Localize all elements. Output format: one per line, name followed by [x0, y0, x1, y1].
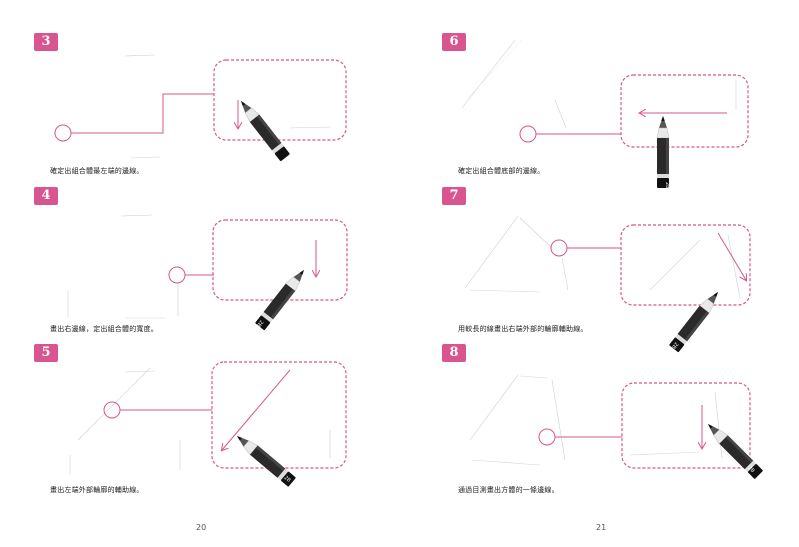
zoom-box — [620, 224, 751, 306]
step-caption: 用較長的線畫出右端外部的輪廓輔助線。 — [458, 325, 588, 333]
pencil-grade-label: 2B — [664, 182, 670, 189]
sketch-line — [129, 156, 161, 159]
step-caption: 確定出組合體最左端的邊線。 — [50, 167, 144, 175]
step-badge: 4 — [34, 187, 58, 205]
step-6-illustration — [461, 39, 749, 189]
pencil-grade-label: 2B — [747, 465, 756, 474]
sketch-line — [727, 234, 741, 299]
step-4-illustration — [67, 214, 348, 331]
pencil-grade-label: 2B — [670, 341, 679, 350]
callout-connector — [71, 93, 214, 134]
step-caption: 確定出組合體底部的邊線。 — [458, 167, 545, 175]
step-badge: 3 — [34, 33, 58, 51]
sketch-line — [519, 375, 549, 379]
sketch-line — [519, 217, 553, 249]
step-caption: 畫出右邊線，定出組合體的寬度。 — [50, 325, 158, 333]
zoom-box — [620, 74, 749, 148]
sketch-line — [649, 239, 701, 291]
sketch-line — [289, 126, 331, 129]
zoom-box — [213, 59, 347, 141]
step-caption: 畫出左端外部輪廓的輔助線。 — [50, 486, 144, 494]
zoom-marker — [519, 125, 537, 143]
direction-arrow — [222, 369, 291, 450]
pencil-grade-label: 2B — [255, 319, 264, 328]
pencil-icon — [656, 115, 670, 189]
step-5-illustration — [69, 361, 347, 488]
step-badge: 8 — [442, 344, 466, 362]
zoom-marker — [54, 124, 72, 142]
step-badge: 6 — [442, 33, 466, 51]
page-number-left: 20 — [196, 523, 207, 532]
sketch-line — [469, 374, 519, 441]
step-3-illustration — [54, 54, 347, 162]
sketch-line — [629, 451, 701, 456]
zoom-marker — [168, 266, 186, 284]
step-7-illustration — [464, 215, 751, 353]
sketch-line — [551, 379, 566, 461]
step-badge: 5 — [34, 344, 58, 362]
direction-arrow — [717, 232, 746, 280]
sketch-line — [121, 214, 153, 217]
pencil-grade-label: 2B — [283, 475, 292, 484]
zoom-box — [621, 382, 751, 469]
step-caption: 通過目測畫出方體的一條邊線。 — [458, 486, 559, 494]
page-number-right: 21 — [596, 523, 607, 532]
zoom-marker — [103, 401, 121, 419]
zoom-marker — [538, 428, 556, 446]
sketch-line — [467, 39, 523, 99]
sketch-line — [561, 257, 569, 291]
sketch-line — [469, 289, 541, 293]
sketch-line — [464, 215, 519, 289]
sketch-line — [124, 54, 156, 57]
sketch-line — [471, 459, 541, 466]
sketch-line — [461, 39, 516, 109]
sketch-line — [124, 370, 156, 373]
pencil-icon — [235, 96, 291, 162]
zoom-marker — [550, 239, 568, 257]
zoom-box — [212, 219, 348, 301]
step-badge: 7 — [442, 187, 466, 205]
sketch-line — [554, 99, 567, 129]
sketch-line — [714, 391, 723, 459]
zoom-box — [211, 361, 347, 469]
sketch-line — [77, 367, 151, 441]
pencil-grade-label: 2B — [287, 148, 296, 157]
step-8-illustration — [469, 374, 764, 480]
